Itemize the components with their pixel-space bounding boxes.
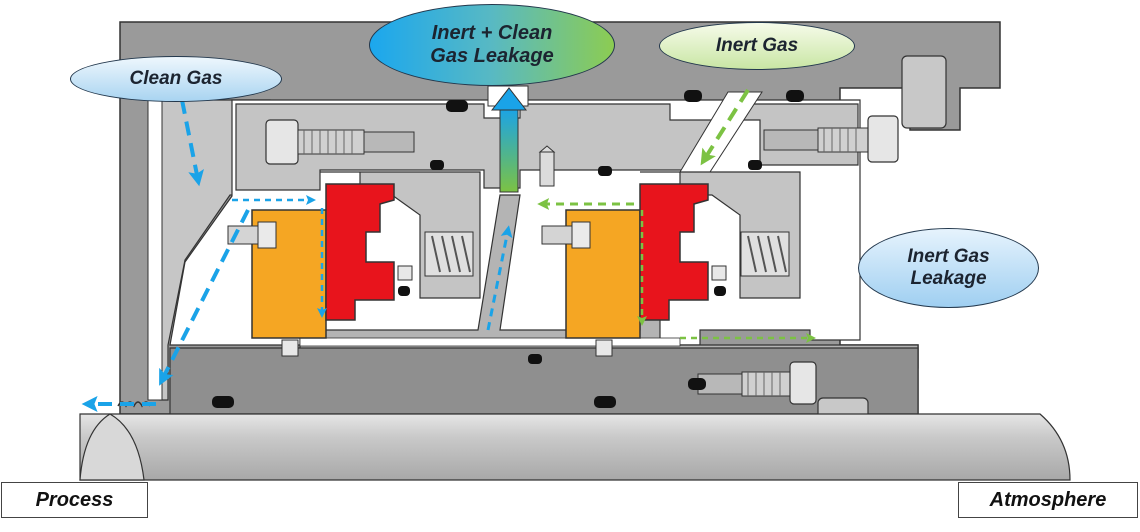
top-right-block bbox=[901, 55, 947, 129]
inert-gas-callout: Inert Gas bbox=[659, 22, 855, 70]
left-spring bbox=[424, 231, 474, 277]
right-spring bbox=[740, 231, 790, 277]
lower-clearance bbox=[299, 337, 681, 347]
left-stationary-face bbox=[325, 183, 395, 321]
clean-gas-callout: Clean Gas bbox=[70, 56, 282, 102]
clean-gas-channel bbox=[147, 99, 163, 401]
process-label-text: Process bbox=[35, 488, 114, 511]
clean-gas-flow bbox=[81, 99, 513, 412]
right-stationary-face bbox=[639, 183, 709, 321]
inert-gas-text: Inert Gas bbox=[715, 35, 799, 57]
small-fasteners bbox=[281, 265, 727, 357]
bottom-right-cap-screw bbox=[697, 361, 817, 405]
right-drive-bolt bbox=[541, 221, 591, 249]
shaft-left-end bbox=[79, 413, 145, 481]
inert-clean-leakage-callout: Inert + Clean Gas Leakage bbox=[369, 4, 615, 86]
process-label: Process bbox=[1, 482, 148, 518]
inert-clean-leakage-text: Inert + Clean Gas Leakage bbox=[430, 22, 554, 67]
top-left-cap-screw bbox=[265, 119, 415, 165]
atmosphere-label: Atmosphere bbox=[958, 482, 1138, 518]
anti-rotation-pin bbox=[538, 145, 556, 187]
shaft bbox=[79, 413, 1071, 481]
inert-gas-leakage-text: Inert Gas Leakage bbox=[907, 246, 990, 289]
vent-flow-arrow bbox=[490, 87, 528, 193]
inert-gas-flow bbox=[537, 88, 816, 343]
top-right-cap-screw bbox=[763, 115, 899, 163]
clean-gas-text: Clean Gas bbox=[129, 68, 223, 90]
atmosphere-label-text: Atmosphere bbox=[989, 488, 1107, 511]
o-rings bbox=[212, 90, 804, 408]
inert-gas-leakage-callout: Inert Gas Leakage bbox=[858, 228, 1039, 308]
